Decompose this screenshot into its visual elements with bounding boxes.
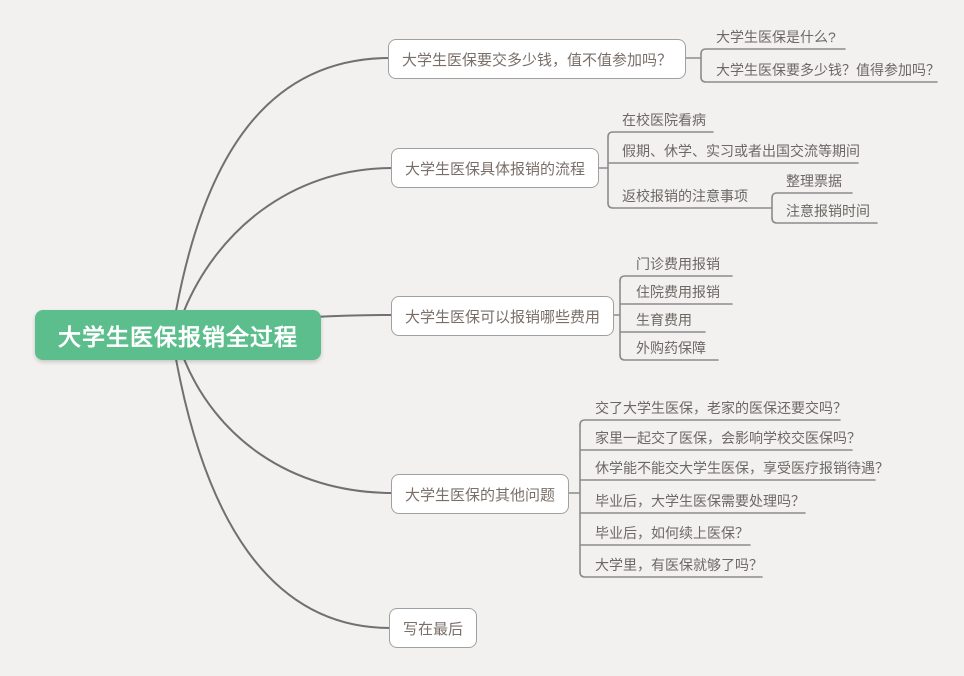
leaf-node[interactable]: 整理票据 [786,173,842,189]
leaf-node[interactable]: 生育费用 [636,312,692,328]
root-branch-curve [312,314,393,318]
leaf-underline [700,76,938,83]
root-branch-curve [175,358,391,629]
leaf-underline [619,275,733,282]
leaf-underline [579,419,841,426]
leaf-node[interactable]: 返校报销的注意事项 [622,188,748,204]
leaf-node[interactable]: 大学里，有医保就够了吗？ [595,557,763,573]
leaf-underline [700,48,846,55]
leaf-node[interactable]: 休学能不能交大学生医保，享受医疗报销待遇？ [595,460,889,476]
leaf-node[interactable]: 注意报销时间 [786,203,870,219]
leaf-underline [607,202,773,209]
leaf-underline [771,217,878,224]
root-node[interactable]: 大学生医保报销全过程 [35,310,321,360]
leaf-node[interactable]: 住院费用报销 [636,284,720,300]
leaf-node[interactable]: 外购药保障 [636,340,706,356]
root-branch-curve [183,358,394,494]
branch-node-reimbursement-process[interactable]: 大学生医保具体报销的流程 [391,148,600,188]
leaf-underline [619,354,719,361]
leaf-node[interactable]: 大学生医保要多少钱？值得参加吗？ [716,62,940,78]
leaf-underline [607,131,714,138]
leaf-node[interactable]: 门诊费用报销 [636,256,720,272]
leaf-node[interactable]: 毕业后，如何续上医保？ [595,525,749,541]
leaf-node[interactable]: 家里一起交了医保，会影响学校交医保吗？ [595,430,861,446]
leaf-underline [579,571,763,578]
root-branch-curve [175,57,391,312]
leaf-node[interactable]: 毕业后，大学生医保需要处理吗？ [595,493,805,509]
branch-node-coverage[interactable]: 大学生医保可以报销哪些费用 [391,296,615,336]
leaf-node[interactable]: 交了大学生医保，老家的医保还要交吗？ [595,400,847,416]
branch-node-cost-worth[interactable]: 大学生医保要交多少钱，值不值参加吗？ [388,39,687,79]
root-branch-curve [183,167,394,312]
branch-node-final-words[interactable]: 写在最后 [389,608,478,648]
branch-node-other-questions[interactable]: 大学生医保的其他问题 [391,474,570,514]
leaf-node[interactable]: 在校医院看病 [622,112,706,128]
leaf-node[interactable]: 大学生医保是什么? [716,29,836,45]
leaf-node[interactable]: 假期、休学、实习或者出国交流等期间 [622,143,860,159]
leaf-underline [771,192,853,199]
